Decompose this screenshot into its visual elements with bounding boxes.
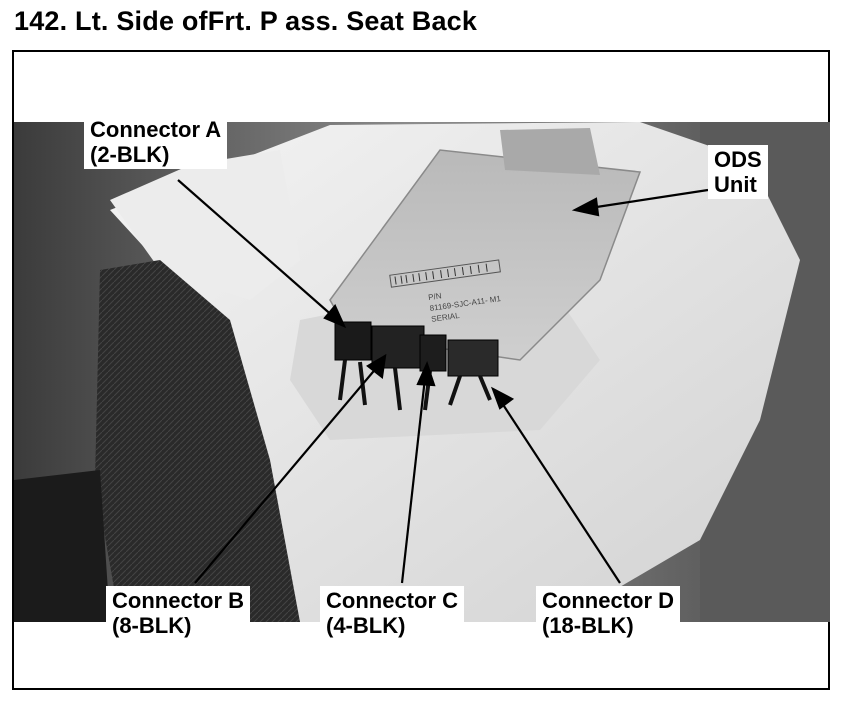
dark-corner <box>14 470 110 622</box>
seat-fabric <box>95 260 300 622</box>
leader-lines <box>177 179 709 584</box>
callout-connector-d: Connector D (18-BLK) <box>536 586 680 640</box>
callout-connector-c-line1: Connector C <box>326 588 458 613</box>
connector-d-arrowhead <box>490 386 515 410</box>
connector-d-leader <box>499 399 621 584</box>
connector-c-leader <box>400 377 427 584</box>
connector-d-shell <box>447 339 499 377</box>
connector-a-leader <box>177 179 336 319</box>
callout-connector-c-line2: (4-BLK) <box>326 613 406 638</box>
ods-unit-module: P/N 81169-SJC-A11- M1 SERIAL <box>329 128 642 361</box>
callout-connector-b-line2: (8-BLK) <box>112 613 192 638</box>
callout-ods-unit-line1: ODS <box>714 147 762 172</box>
callout-connector-b: Connector B (8-BLK) <box>106 586 250 640</box>
callout-connector-a-line2: (2-BLK) <box>90 142 170 167</box>
barcode-lines <box>394 263 488 285</box>
ods-unit-bracket <box>500 128 600 175</box>
connector-b-leader <box>194 365 379 584</box>
ods-unit-arrowhead <box>571 197 600 217</box>
connector-b-arrowhead <box>366 353 387 380</box>
callout-connector-d-line2: (18-BLK) <box>542 613 634 638</box>
module-label-serial: SERIAL <box>431 311 461 324</box>
callout-connector-b-line1: Connector B <box>112 588 244 613</box>
connector-c-shell <box>419 334 447 372</box>
module-label-pn: P/N <box>428 291 443 302</box>
connector-a-arrowhead <box>323 303 347 329</box>
callout-connector-d-line1: Connector D <box>542 588 674 613</box>
connector-block <box>334 321 499 411</box>
connector-c-arrowhead <box>416 360 436 387</box>
callout-connector-a: Connector A (2-BLK) <box>84 115 228 169</box>
ods-unit-leader <box>589 188 709 210</box>
callout-ods-unit: ODS Unit <box>708 145 768 199</box>
callout-connector-a-line1: Connector A <box>90 117 222 142</box>
module-barcode <box>389 259 501 288</box>
page-title: 142. Lt. Side ofFrt. P ass. Seat Back <box>14 6 478 36</box>
callout-ods-unit-line2: Unit <box>714 172 757 197</box>
connector-a-shell <box>334 321 372 361</box>
callout-connector-c: Connector C (4-BLK) <box>320 586 464 640</box>
